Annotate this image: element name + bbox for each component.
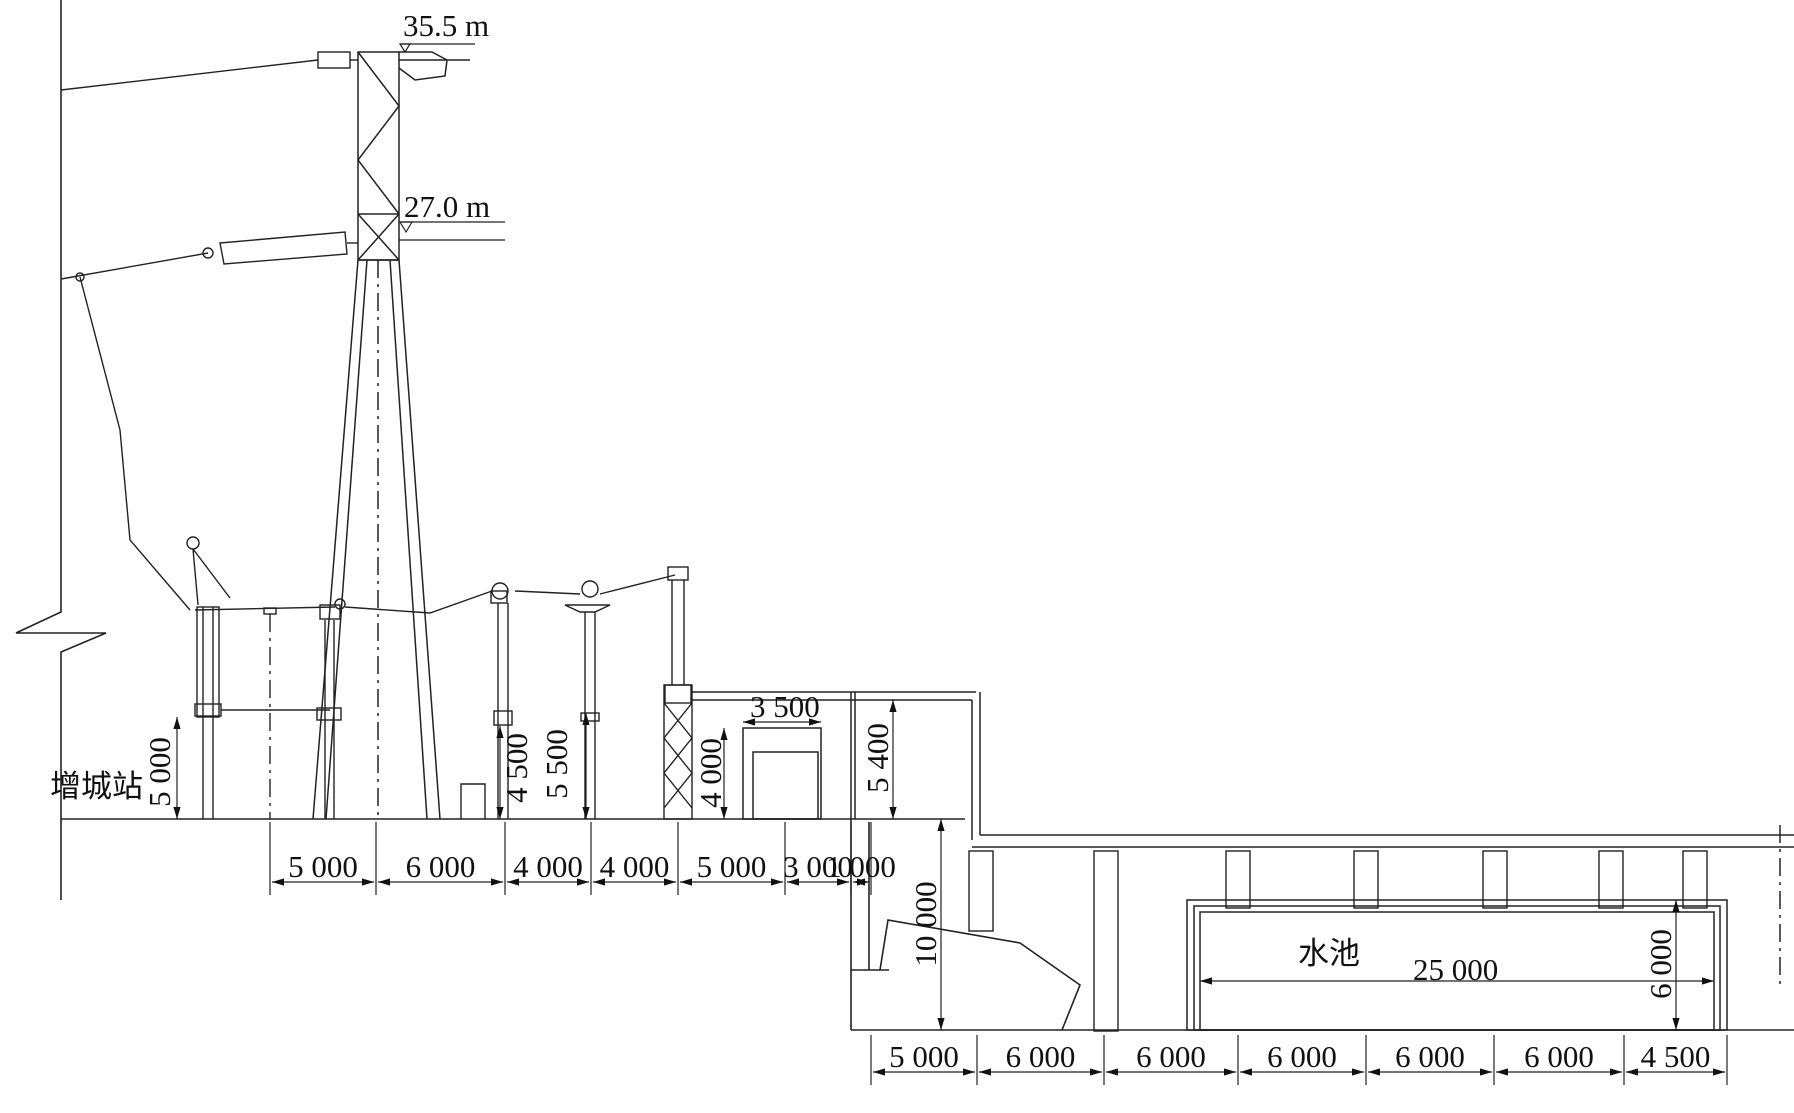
width-25000-label: 25 000 <box>1413 952 1498 987</box>
height-5400-label: 5 400 <box>860 723 895 793</box>
dimension-label: 5 000 <box>889 1039 959 1074</box>
water-pool <box>1186 899 1728 1031</box>
dimension-label: 6 000 <box>1136 1039 1206 1074</box>
height-dims <box>173 700 1680 1030</box>
dimension-label: 6 000 <box>1267 1039 1337 1074</box>
elevation-mid-label: 27.0 m <box>404 189 490 224</box>
elevation-marker-top: 35.5 m <box>398 8 489 54</box>
lattice-tower <box>312 51 470 820</box>
dimension-label: 6 000 <box>1524 1039 1594 1074</box>
equipment-left-post <box>186 536 346 819</box>
height-dim-labels: 5 000 4 500 5 500 4 000 5 400 10 000 6 0… <box>142 723 1678 999</box>
dimension-label: 6 000 <box>1006 1039 1076 1074</box>
bus-frame <box>692 691 1794 990</box>
control-kiosk <box>742 727 822 820</box>
overhead-lines <box>60 51 676 614</box>
dimension-label: 4 000 <box>513 849 583 884</box>
building-outline <box>15 0 107 900</box>
dimension-label: 6 000 <box>406 849 476 884</box>
support-columns <box>968 850 1708 1032</box>
equipment-arrester <box>663 566 693 820</box>
height-10000-label: 10 000 <box>908 881 943 966</box>
lower-dimension-chain: 5 000 6 000 6 000 6 000 6 000 6 000 4 500 <box>870 1035 1728 1085</box>
inline-dims <box>743 718 1714 985</box>
dimension-label: 3 000 <box>783 849 853 884</box>
height-6000-label: 6 000 <box>1643 929 1678 999</box>
height-5500-label: 5 500 <box>539 729 574 799</box>
elevation-marker-mid: 27.0 m <box>398 189 505 241</box>
height-4000-label: 4 000 <box>693 738 728 808</box>
dimension-label: 4 000 <box>600 849 670 884</box>
pool-label: 水池 <box>1298 936 1360 971</box>
dimension-label: 1 000 <box>826 849 896 884</box>
height-5000-label: 5 000 <box>142 737 177 807</box>
equipment-ct-posts <box>460 580 611 819</box>
dimension-label: 6 000 <box>1395 1039 1465 1074</box>
dimension-label: 5 000 <box>288 849 358 884</box>
width-3500-label: 3 500 <box>750 689 820 724</box>
dimension-label: 5 000 <box>697 849 767 884</box>
elevation-top-label: 35.5 m <box>403 8 489 43</box>
dimension-label: 4 500 <box>1641 1039 1711 1074</box>
height-4500-label: 4 500 <box>499 733 534 803</box>
station-label: 增城站 <box>50 769 143 804</box>
